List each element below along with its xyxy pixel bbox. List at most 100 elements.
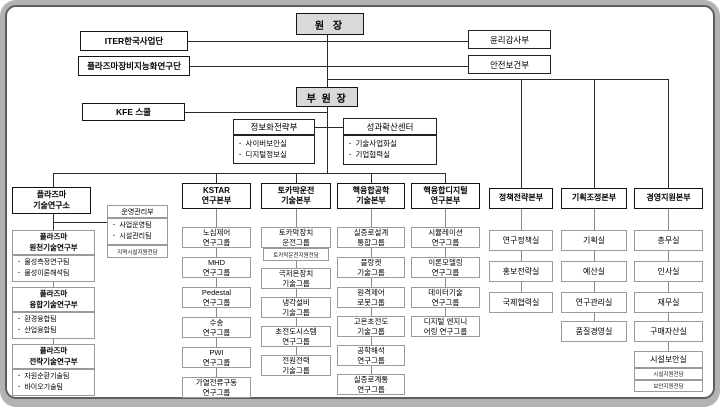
connector-line — [668, 342, 669, 351]
connector-line — [216, 248, 217, 257]
box-kstar-hq: KSTAR 연구본부 — [182, 183, 251, 209]
box-office: 기획실 — [561, 230, 627, 251]
box-research-group: MHD 연구그룹 — [182, 257, 251, 278]
box-research-group: 디지털 엔지니 어링 연구그룹 — [411, 316, 480, 337]
list-item: 자원순환기술팀 — [18, 372, 69, 382]
connector-line — [216, 209, 217, 227]
box-outcome-center: 성과확산센터 — [343, 118, 437, 135]
box-info-strategy-dept: 정보화전략부 — [233, 119, 315, 135]
connector-line — [594, 79, 595, 188]
list-item: 환경융합팀 — [18, 315, 56, 325]
connector-line — [594, 251, 595, 261]
box-office: 구매자산실 — [634, 321, 703, 342]
connector-line — [668, 313, 669, 321]
connector-line — [315, 127, 343, 128]
connector-line — [216, 338, 217, 347]
list-item: 물성측정연구팀 — [18, 258, 69, 268]
list-item: 기업협력실 — [349, 150, 391, 161]
box-division-convergence: 플라즈마 융합기술연구부 — [12, 287, 95, 312]
box-mgmt-note: 보안지원전담 — [634, 380, 703, 392]
box-planning-hq: 기획조정본부 — [561, 188, 627, 209]
connector-line — [371, 248, 372, 257]
box-research-group: 초전도시스템 연구그룹 — [261, 326, 331, 347]
list-item: 기술사업화실 — [349, 139, 397, 150]
connector-line — [371, 337, 372, 345]
box-office: 예산실 — [561, 261, 627, 282]
connector-line — [521, 209, 522, 230]
connector-line — [53, 282, 54, 287]
box-ethics-audit: 윤리감사부 — [468, 30, 551, 49]
connector-line — [445, 248, 446, 257]
division-teams: 물성측정연구팀 물성이론해석팀 — [12, 255, 95, 282]
connector-line — [445, 308, 446, 316]
box-director: 원 장 — [296, 13, 364, 35]
connector-line — [445, 278, 446, 287]
connector-line — [216, 308, 217, 317]
box-policy-hq: 정책전략본부 — [489, 188, 553, 209]
box-plasma-equipment: 플라즈마장비지능화연구단 — [78, 56, 190, 76]
box-division-basic-tech: 플라즈마 원천기술연구부 — [12, 230, 95, 255]
connector-line — [594, 313, 595, 321]
box-tokamak-hq: 토카막운전 기술본부 — [261, 183, 331, 209]
box-research-group: 실증로계통 연구그룹 — [337, 374, 405, 395]
connector-line — [53, 222, 107, 223]
box-research-group: 수송 연구그룹 — [182, 317, 251, 338]
connector-line — [327, 107, 328, 173]
connector-line — [216, 278, 217, 287]
box-safety-health: 안전보건부 — [468, 55, 551, 74]
division-teams: 자원순환기술팀 바이오기술팀 — [12, 369, 95, 396]
box-ops-note: 지역시설지원전담 — [107, 245, 168, 258]
list-item: 시설관리팀 — [113, 232, 151, 242]
box-office: 품질경영실 — [561, 321, 627, 342]
outcome-center-offices: 기술사업화실 기업협력실 — [343, 135, 437, 165]
box-research-group: 데이터기술 연구그룹 — [411, 287, 480, 308]
box-research-group: PWI 연구그룹 — [182, 347, 251, 368]
connector-line — [53, 339, 54, 344]
box-research-group: 원격제어 로봇그룹 — [337, 287, 405, 308]
connector-line — [296, 173, 297, 183]
connector-line — [53, 173, 54, 187]
connector-line — [185, 112, 327, 113]
box-office: 인사실 — [634, 261, 703, 282]
connector-line — [668, 251, 669, 261]
box-research-group: 고온초전도 기술그룹 — [337, 316, 405, 337]
connector-line — [668, 282, 669, 292]
list-item: 바이오기술팀 — [18, 383, 63, 393]
connector-line — [327, 35, 328, 87]
connector-line — [371, 173, 372, 183]
box-ops-dept: 운영관리부 — [107, 205, 168, 218]
box-office: 시설보안실 — [634, 351, 703, 368]
connector-line — [296, 261, 297, 268]
connector-line — [371, 209, 372, 227]
box-research-group: Pedestal 연구그룹 — [182, 287, 251, 308]
connector-line — [190, 66, 468, 67]
list-item: 사업운영팀 — [113, 221, 151, 231]
box-fusion-digital-hq: 핵융합디지털 연구본부 — [411, 183, 480, 209]
division-teams: 환경융합팀 산업융합팀 — [12, 312, 95, 339]
connector-line — [521, 251, 522, 261]
box-tokamak-note: 토카막운전지원전담 — [263, 248, 329, 261]
connector-line — [327, 79, 668, 80]
box-office: 국제협력실 — [489, 292, 553, 313]
box-office: 연구정책실 — [489, 230, 553, 251]
box-research-group: 공학해석 연구그룹 — [337, 345, 405, 366]
ops-teams: 사업운영팀 시설관리팀 — [107, 218, 168, 245]
box-fusion-eng-hq: 핵융합공학 기술본부 — [337, 183, 405, 209]
connector-line — [216, 368, 217, 377]
box-research-group: 블랑켓 기술그룹 — [337, 257, 405, 278]
connector-line — [188, 41, 468, 42]
box-office: 재무실 — [634, 292, 703, 313]
list-item: 산업융합팀 — [18, 326, 56, 336]
box-office: 홍보전략실 — [489, 261, 553, 282]
connector-line — [521, 282, 522, 292]
connector-line — [668, 209, 669, 230]
box-research-group: 시뮬레이션 연구그룹 — [411, 227, 480, 248]
connector-line — [296, 347, 297, 355]
connector-line — [53, 173, 446, 174]
connector-line — [371, 278, 372, 287]
box-research-group: 전원전력 기술그룹 — [261, 355, 331, 376]
box-mgmt-note: 시설지원전담 — [634, 368, 703, 380]
box-division-strategic: 플라즈마 전략기술연구부 — [12, 344, 95, 369]
box-iter-korea: ITER한국사업단 — [80, 31, 188, 51]
